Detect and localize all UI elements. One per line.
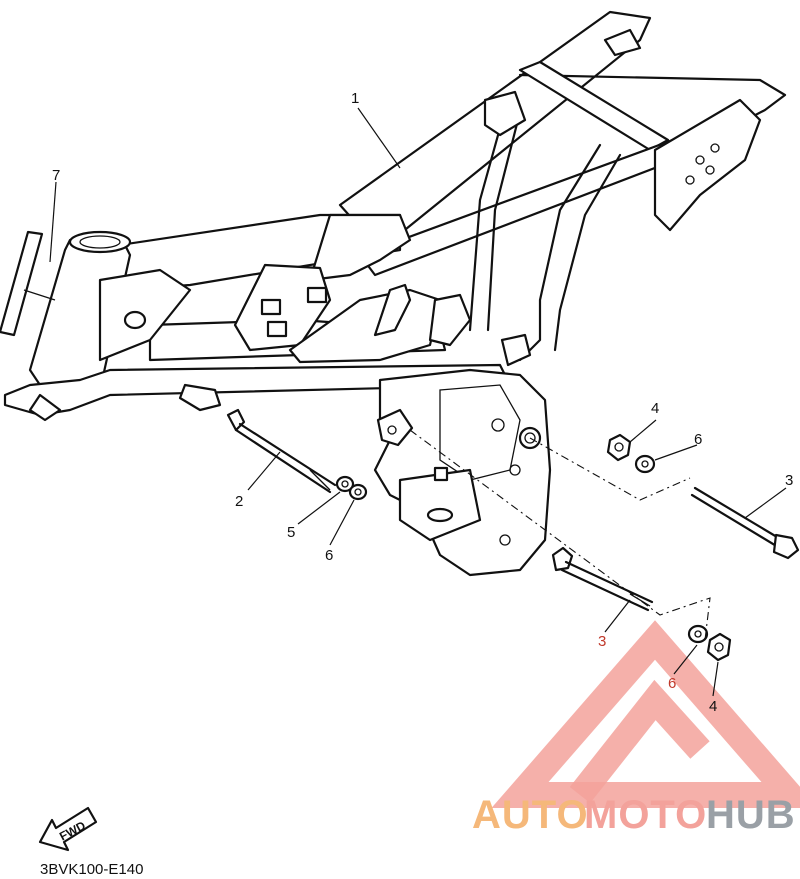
watermark-text-moto: MOTO	[584, 793, 707, 837]
washer-6-lower	[687, 624, 709, 644]
callout-6-left: 6	[325, 547, 333, 564]
callout-5: 5	[287, 524, 295, 541]
watermark-text-hub: HUB	[706, 793, 796, 837]
bolt-2	[226, 408, 337, 494]
washer-6-left	[348, 483, 368, 501]
bolt-3-upper	[690, 486, 800, 560]
callout-4-upper: 4	[651, 400, 659, 417]
alignment-lines	[409, 429, 711, 641]
callout-2: 2	[235, 493, 243, 510]
watermark-logo	[491, 620, 800, 808]
callout-6-upper: 6	[694, 431, 702, 448]
reference-code: 3BVK100-E140	[40, 861, 143, 878]
fwd-arrow: FWD	[38, 806, 98, 852]
callout-4-lower: 4	[709, 698, 717, 715]
washer-6-upper	[634, 454, 656, 474]
nut-5	[335, 475, 355, 493]
callout-1: 1	[351, 90, 359, 107]
callout-3-lower: 3	[598, 633, 606, 650]
nut-4-upper	[606, 433, 632, 462]
watermark-text: AUTO MOTO HUB	[472, 793, 796, 837]
callout-6-lower: 6	[668, 675, 676, 692]
nut-4-lower	[706, 632, 732, 662]
callout-7: 7	[52, 167, 60, 184]
part-7	[0, 181, 57, 337]
frame-body	[3, 10, 787, 577]
leader-lines	[247, 107, 787, 697]
callout-3-upper: 3	[785, 472, 793, 489]
bolt-3-lower	[551, 546, 654, 612]
watermark-text-auto: AUTO	[472, 793, 589, 837]
